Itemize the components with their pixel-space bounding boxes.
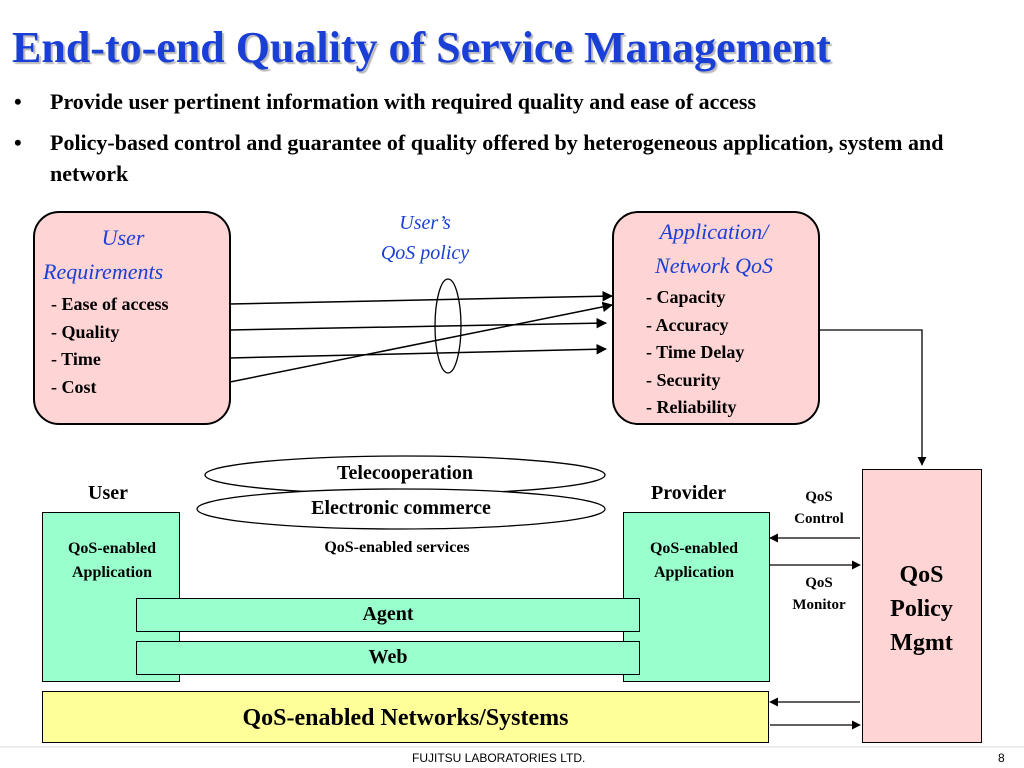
web-bar: Web bbox=[136, 641, 640, 675]
label-line: Control bbox=[794, 511, 844, 527]
label-line: Mgmt bbox=[890, 630, 953, 656]
qos-to-policy-arrow bbox=[820, 329, 927, 466]
policy-label-line: User’s bbox=[399, 212, 451, 234]
agent-bar: Agent bbox=[136, 598, 640, 632]
list-item: - Accuracy bbox=[646, 314, 729, 335]
user-label: User bbox=[88, 482, 128, 504]
heading-line: User bbox=[101, 225, 145, 250]
list-item: - Security bbox=[646, 369, 721, 390]
bullet-list: • Provide user pertinent information wit… bbox=[14, 86, 1004, 199]
qos-policy-mgmt-label: QoS Policy Mgmt bbox=[863, 558, 980, 660]
footer-company: FUJITSU LABORATORIES LTD. bbox=[412, 751, 586, 765]
bullet-item: • Provide user pertinent information wit… bbox=[14, 86, 1004, 117]
list-item: - Ease of access bbox=[51, 294, 169, 314]
policy-arrow bbox=[229, 317, 608, 331]
list-item: - Quality bbox=[51, 321, 120, 342]
user-requirements-heading-2: Requirements bbox=[43, 259, 164, 284]
list-item: - Time bbox=[51, 349, 101, 369]
list-item: - Time Delay bbox=[646, 342, 745, 362]
bullet-text: Policy-based control and guarantee of qu… bbox=[50, 130, 944, 186]
ecommerce-label: Electronic commerce bbox=[311, 497, 491, 519]
policy-label: User’s QoS policy bbox=[340, 208, 510, 268]
qos-policy-mgmt-box: QoS Policy Mgmt bbox=[862, 469, 982, 743]
bullet-marker: • bbox=[14, 89, 22, 114]
label-line: QoS-enabled bbox=[649, 540, 738, 557]
app-network-qos-list: - Capacity - Accuracy - Time Delay - Sec… bbox=[646, 284, 744, 422]
services-label: QoS-enabled services bbox=[324, 539, 470, 556]
policy-arrow bbox=[229, 290, 614, 305]
label-line: Monitor bbox=[792, 597, 846, 613]
label-line: QoS bbox=[805, 575, 833, 591]
user-requirements-box: User Requirements - Ease of access - Qua… bbox=[33, 211, 231, 425]
heading-line: Network QoS bbox=[655, 253, 773, 278]
heading-line: Application/ bbox=[659, 219, 769, 244]
user-requirements-list: - Ease of access - Quality - Time - Cost bbox=[51, 291, 168, 401]
page-number: 8 bbox=[998, 751, 1005, 765]
label-line: Policy bbox=[890, 596, 953, 622]
bullet-marker: • bbox=[14, 130, 22, 155]
label-line: Application bbox=[653, 564, 734, 581]
bullet-text: Provide user pertinent information with … bbox=[50, 89, 757, 114]
app-network-qos-box: Application/ Network QoS - Capacity - Ac… bbox=[612, 211, 820, 425]
qos-monitor-label: QoS Monitor bbox=[776, 572, 862, 616]
list-item: - Capacity bbox=[646, 287, 726, 307]
qos-control-label: QoS Control bbox=[776, 486, 862, 530]
list-item: - Cost bbox=[51, 376, 97, 397]
user-application-label: QoS-enabled Application bbox=[43, 537, 181, 585]
provider-application-label: QoS-enabled Application bbox=[624, 537, 764, 585]
policy-arrow bbox=[229, 301, 614, 383]
telecooperation-label: Telecooperation bbox=[337, 462, 473, 484]
policy-arrow bbox=[229, 343, 608, 359]
user-requirements-heading: User bbox=[35, 221, 211, 255]
ecommerce-ellipse bbox=[196, 488, 606, 530]
label-line: QoS bbox=[899, 562, 944, 588]
label-line: Application bbox=[71, 564, 152, 581]
bullet-item: • Policy-based control and guarantee of … bbox=[14, 127, 1004, 189]
label-line: QoS-enabled bbox=[67, 540, 156, 557]
label-line: QoS bbox=[805, 489, 833, 505]
provider-label: Provider bbox=[651, 482, 727, 504]
policy-label-line: QoS policy bbox=[380, 242, 470, 264]
networks-bar: QoS-enabled Networks/Systems bbox=[42, 691, 769, 743]
page-title: End-to-end Quality of Service Management bbox=[12, 23, 831, 72]
list-item: - Reliability bbox=[646, 397, 737, 417]
app-network-qos-heading: Application/ Network QoS bbox=[614, 215, 814, 283]
provider-application-box: QoS-enabled Application bbox=[623, 512, 770, 682]
